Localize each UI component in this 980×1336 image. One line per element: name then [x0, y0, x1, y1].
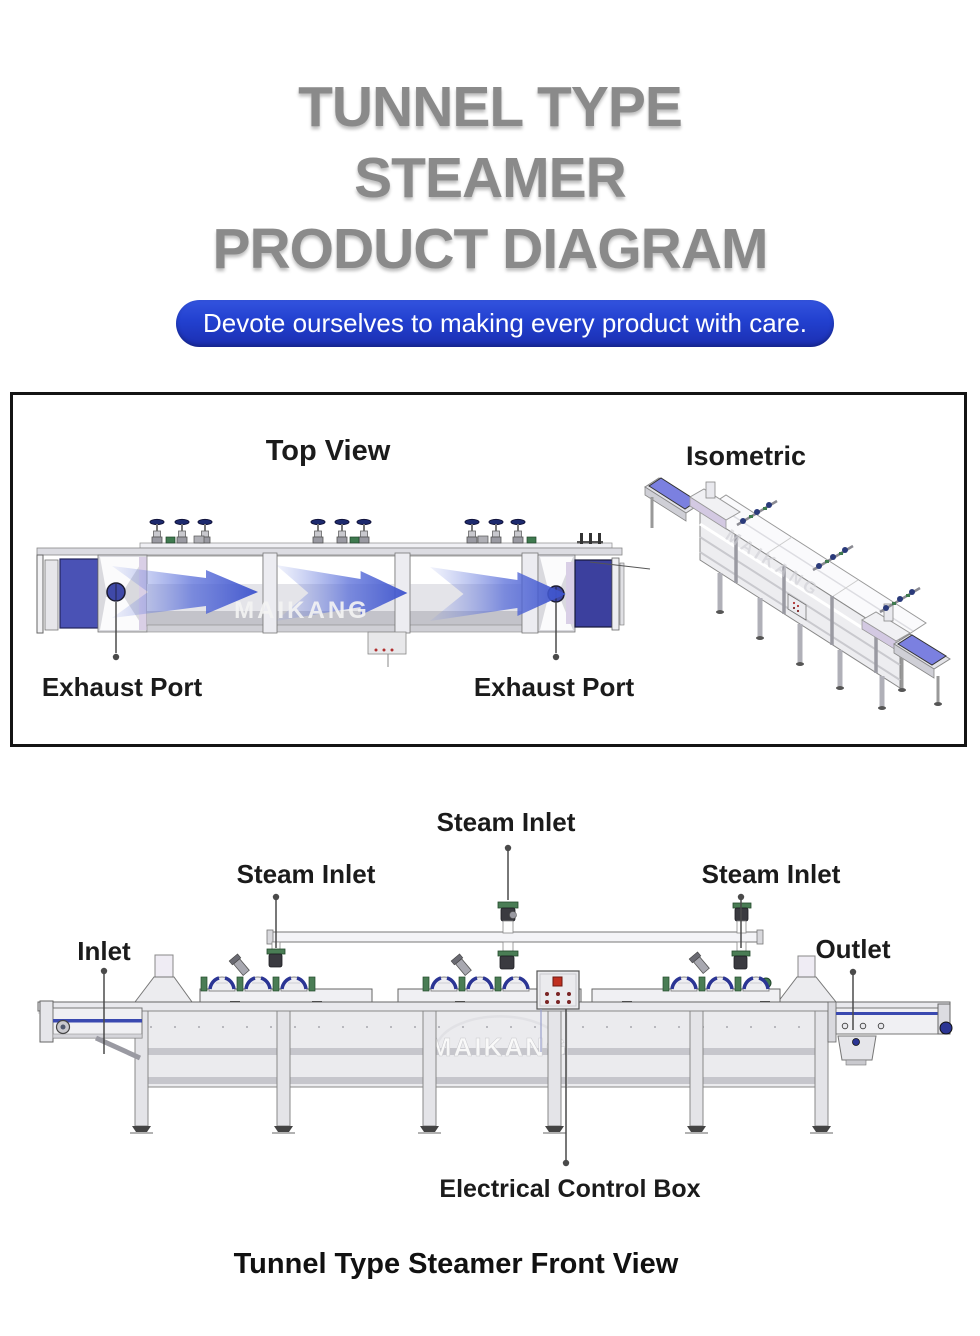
- title-line-2: STEAMER: [354, 146, 627, 210]
- steam-manifold: [266, 929, 764, 945]
- exhaust-port-label-left: Exhaust Port: [41, 672, 203, 702]
- title-line-3: PRODUCT DIAGRAM: [212, 217, 769, 281]
- svg-text:MAIKANG: MAIKANG: [430, 1032, 568, 1062]
- iso-hood-left: [689, 481, 741, 530]
- steam-inlet-assembly-center: [497, 901, 519, 970]
- front-view-caption: Tunnel Type Steamer Front View: [233, 1248, 679, 1280]
- steam-inlet-label-left: Steam Inlet: [236, 859, 376, 889]
- exhaust-hood-left: [97, 554, 148, 633]
- steam-valve-group-3: [464, 518, 537, 544]
- watermark-frontview: MAIKANG: [430, 1015, 568, 1062]
- inlet-belt-panel: [59, 558, 99, 629]
- inlet-label: Inlet: [77, 936, 131, 966]
- steam-valve-group-1: [149, 518, 213, 544]
- inlet-conveyor: [39, 1000, 143, 1061]
- control-box-red-button: [552, 976, 563, 987]
- front-view-leaders: [103, 851, 854, 1160]
- electrical-control-box-label: Electrical Control Box: [439, 1175, 701, 1203]
- iso-posts: [734, 535, 878, 673]
- iso-inlet-conveyor: [644, 477, 701, 528]
- front-hood-left: [133, 954, 193, 1003]
- iso-outlet-conveyor: [893, 633, 951, 706]
- front-hood-right: [776, 955, 838, 1003]
- dome-cluster-3: [662, 951, 771, 993]
- iso-feet: [716, 610, 886, 710]
- slogan-banner: Devote ourselves to making every product…: [176, 300, 834, 347]
- iso-valve-clusters: [736, 499, 921, 614]
- isometric-machine: MAIKANG: [644, 477, 951, 710]
- outlet-label: Outlet: [815, 934, 891, 964]
- exhaust-leader-left: [112, 602, 120, 661]
- outlet-belt-panel: [574, 559, 613, 628]
- dome-cluster-1: [200, 953, 316, 993]
- exhaust-leader-right: [552, 602, 560, 661]
- front-view-leader-dots: [100, 844, 857, 1167]
- machine-top-rail: [37, 1001, 951, 1012]
- watermark-topview: MAIKANG: [234, 597, 370, 624]
- title-line-1: TUNNEL TYPE: [298, 75, 683, 139]
- steam-inlet-label-right: Steam Inlet: [701, 859, 841, 889]
- top-view-machine: MAIKANG: [36, 518, 651, 667]
- iso-legs: [717, 573, 885, 706]
- steam-inlet-label-center: Steam Inlet: [436, 807, 576, 837]
- end-pins: [577, 533, 603, 544]
- steam-pipe-rail: [139, 542, 613, 549]
- isometric-label: Isometric: [685, 441, 807, 471]
- page-title: TUNNEL TYPE STEAMER PRODUCT DIAGRAM: [0, 72, 980, 285]
- exhaust-port-label-right: Exhaust Port: [473, 672, 635, 702]
- top-view-label: Top View: [265, 435, 391, 467]
- electrical-control-box: [536, 970, 580, 1052]
- iso-control-box: [787, 593, 807, 621]
- views-panel-drawing: MAIKANG: [36, 477, 951, 710]
- steam-valve-group-2: [310, 518, 372, 544]
- machine-body: [139, 1010, 829, 1088]
- drive-box: [367, 631, 407, 667]
- outlet-conveyor: [827, 1001, 953, 1066]
- front-view-drawing: MAIKANG: [37, 844, 953, 1167]
- airflow-arrows: [112, 565, 566, 621]
